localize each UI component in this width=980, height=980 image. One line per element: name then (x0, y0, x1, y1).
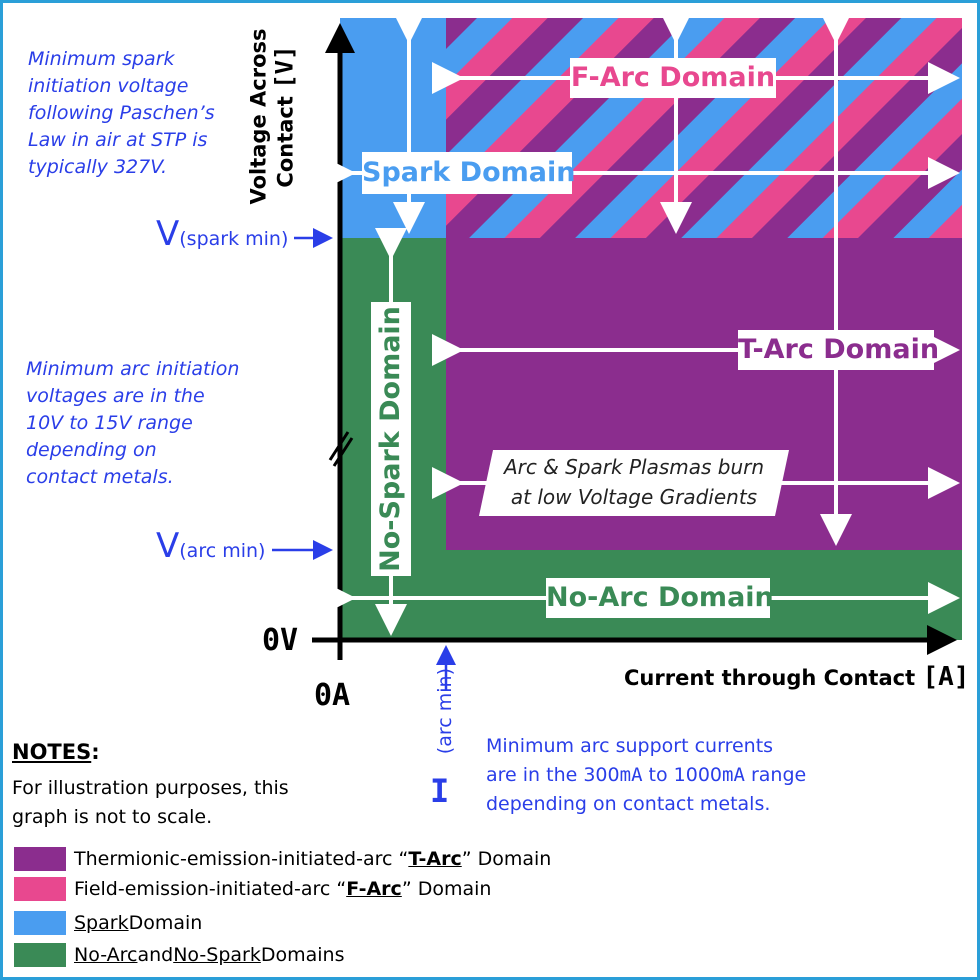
spark-region (340, 18, 446, 238)
notes-line-2: graph is not to scale. (12, 806, 213, 828)
v-arc-subscript: (arc min) (179, 540, 266, 562)
spark-annotation-line: Minimum spark (28, 48, 175, 70)
spark-annotation-line: following Paschen’s (28, 102, 215, 124)
i-arc-symbol: I (430, 772, 450, 810)
arc-annotation-line: contact metals. (26, 466, 174, 488)
arc-annotation-line: 10V to 15V range (26, 412, 193, 434)
plasma-line-1: Arc & Spark Plasmas burn (503, 455, 765, 479)
origin-a-label: 0A (314, 678, 351, 713)
origin-v-label: 0V (262, 623, 299, 658)
legend-f-arc: Field-emission-initiated-arc “F-Arc” Dom… (14, 877, 491, 901)
legend-t-arc: Thermionic-emission-initiated-arc “T-Arc… (14, 847, 551, 871)
y-unit: [V] (270, 45, 299, 89)
legend-swatch-no-arc (14, 943, 66, 967)
legend-swatch-spark (14, 911, 66, 935)
current-annotation: Minimum arc support currents are in the … (486, 732, 806, 819)
spark-annotation-line: typically 327V. (28, 156, 168, 178)
current-annotation-line-1: Minimum arc support currents (486, 735, 774, 757)
legend-swatch-t-arc (14, 847, 66, 871)
spark-annotation-line: Law in air at STP is (28, 129, 208, 151)
notes-title: NOTES (12, 740, 92, 764)
spark-label: Spark Domain (362, 152, 575, 194)
legend-no-arc: No-Arc and No-Spark Domains (14, 943, 344, 967)
axis-break-icon (328, 431, 354, 467)
arc-annotation-line: Minimum arc initiation (26, 358, 240, 380)
v-spark-subscript: (spark min) (179, 228, 289, 250)
y-label-line-2: Contact (273, 96, 298, 188)
t-arc-label: T-Arc Domain (738, 330, 939, 370)
notes-line-1: For illustration purposes, this (12, 777, 289, 799)
legend-swatch-f-arc (14, 877, 66, 901)
x-axis-label: Current through Contact (624, 666, 916, 690)
arc-annotation: Minimum arc initiation voltages are in t… (26, 356, 286, 491)
no-spark-label: No-Spark Domain (371, 302, 411, 576)
current-annotation-line-3: depending on contact metals. (486, 793, 771, 815)
arc-annotation-line: depending on (26, 439, 157, 461)
f-arc-label: F-Arc Domain (570, 58, 776, 98)
v-arc-symbol: V (156, 526, 180, 566)
spark-annotation-line: initiation voltage (28, 75, 189, 97)
spark-annotation: Minimum spark initiation voltage followi… (28, 46, 258, 181)
v-spark-symbol: V (156, 214, 180, 254)
i-arc-subscript: (arc min) (434, 668, 456, 755)
no-arc-label: No-Arc Domain (546, 578, 774, 618)
legend-spark: Spark Domain (14, 911, 202, 935)
arc-annotation-line: voltages are in the (26, 385, 205, 407)
f-arc-region (446, 18, 962, 238)
plasma-line-2: at low Voltage Gradients (510, 485, 758, 509)
x-unit: [A] (922, 662, 970, 692)
